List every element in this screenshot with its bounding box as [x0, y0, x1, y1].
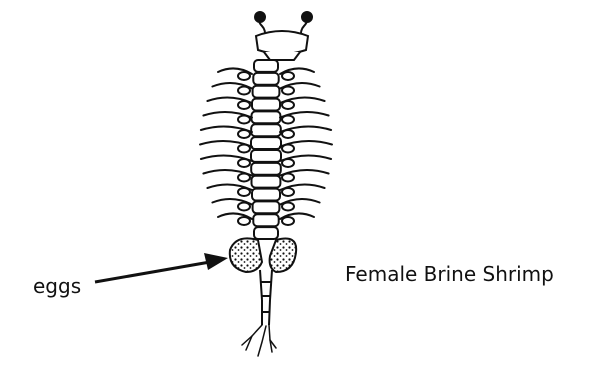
- thoracic-legs-left: [200, 68, 252, 225]
- egg-sac: [230, 238, 296, 272]
- leg-lobe-right: [282, 101, 294, 109]
- leg-lobe-left: [238, 130, 250, 138]
- thorax-segments: [251, 60, 281, 239]
- thorax-segment: [253, 73, 278, 85]
- thorax-segment: [252, 176, 281, 188]
- thorax-segment: [251, 124, 281, 136]
- thorax-segment: [253, 201, 280, 213]
- diagram-caption: Female Brine Shrimp: [345, 264, 554, 284]
- thorax-segment: [252, 99, 280, 111]
- leg-lobe-left: [238, 145, 250, 153]
- thoracic-legs-right: [280, 68, 332, 225]
- eggs-pointer-arrow: [95, 253, 228, 282]
- thorax-segment: [252, 189, 280, 201]
- leg-lobe-right: [282, 87, 294, 95]
- thorax-segment: [251, 163, 281, 175]
- tail-furca: [242, 325, 276, 356]
- shrimp-head: [255, 12, 312, 60]
- shrimp-abdomen: [260, 270, 272, 325]
- eggs-label: eggs: [33, 276, 81, 296]
- leg-lobe-right: [282, 72, 294, 80]
- leg-lobe-right: [282, 217, 294, 225]
- thorax-segment: [253, 86, 280, 98]
- leg-lobe-right: [282, 116, 294, 124]
- leg-lobe-left: [238, 101, 250, 109]
- leg-lobe-right: [282, 188, 294, 196]
- thorax-segment: [254, 60, 278, 72]
- leg-lobe-left: [238, 188, 250, 196]
- thorax-segment: [251, 150, 281, 162]
- leg-lobe-right: [282, 174, 294, 182]
- egg-sac-right: [270, 239, 297, 273]
- leg-lobe-right: [282, 203, 294, 211]
- leg-lobe-right: [282, 159, 294, 167]
- thorax-segment: [251, 137, 281, 149]
- leg-lobe-left: [238, 174, 250, 182]
- egg-sac-left: [230, 238, 262, 272]
- leg-lobe-left: [238, 116, 250, 124]
- thorax-segment: [253, 214, 278, 226]
- leg-lobe-left: [238, 217, 250, 225]
- thorax-segment: [254, 227, 278, 239]
- leg-lobe-left: [238, 87, 250, 95]
- leg-lobe-left: [238, 72, 250, 80]
- leg-lobe-left: [238, 203, 250, 211]
- thorax-segment: [252, 111, 281, 123]
- leg-lobe-left: [238, 159, 250, 167]
- leg-lobe-right: [282, 145, 294, 153]
- leg-lobe-right: [282, 130, 294, 138]
